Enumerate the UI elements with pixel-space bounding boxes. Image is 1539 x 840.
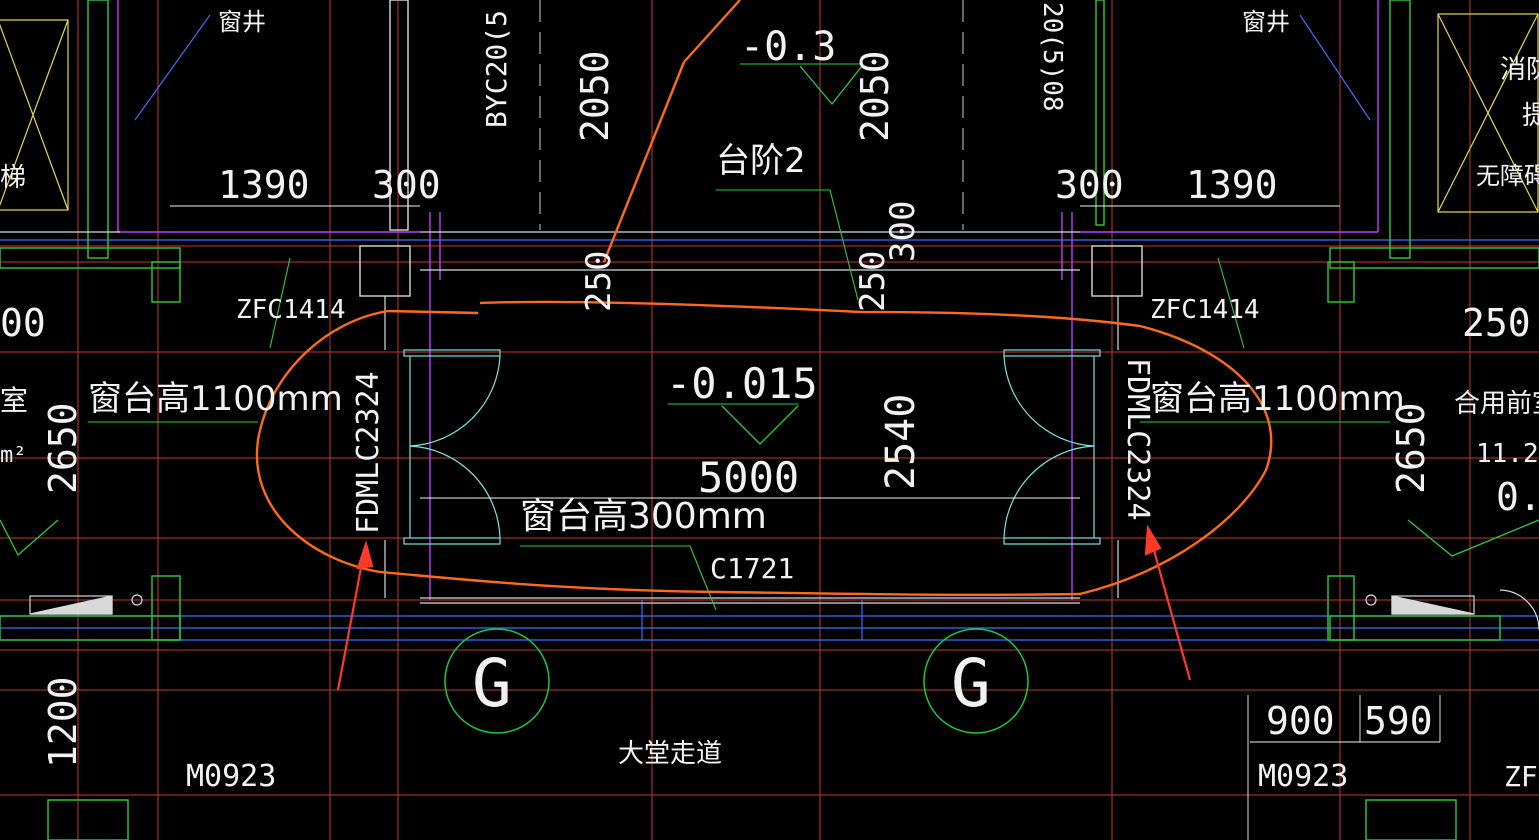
dim-1390-left: 1390 — [218, 163, 310, 207]
grid-label-right: G — [951, 645, 991, 722]
label-sill-left: 窗台高1100mm — [88, 379, 343, 419]
red-arrows — [336, 524, 1192, 691]
label-door-right: FDMLC2324 — [1120, 358, 1155, 521]
dim-250-a: 250 — [579, 251, 619, 312]
dim-590: 590 — [1364, 699, 1433, 743]
dim-900: 900 — [1266, 699, 1335, 743]
text-labels: 窗井 窗井 梯 消防 提 无障碍 BYC20(5 20(5)08 2050 20… — [0, 2, 1539, 794]
label-door-m-right: M0923 — [1258, 759, 1348, 794]
dim-2650-right: 2650 — [1389, 402, 1433, 494]
fixtures — [29, 589, 1539, 631]
dim-2050-left: 2050 — [573, 50, 617, 142]
label-door-left: FDMLC2324 — [351, 371, 386, 534]
blue-lines — [0, 14, 1539, 641]
grid-bubble-left — [444, 628, 550, 734]
dim-250-right: 250 — [1462, 301, 1531, 345]
label-level-top: -0.3 — [740, 24, 836, 70]
dim-300-left: 300 — [372, 163, 441, 207]
grid-label-left: G — [472, 645, 512, 722]
label-zfc-right: ZFC1414 — [1150, 295, 1260, 325]
label-area-right: 11.22 — [1476, 439, 1539, 469]
label-window-bottom: C1721 — [710, 552, 794, 585]
label-sill-mid: 窗台高300mm — [520, 496, 767, 537]
label-window-top-right: 20(5)08 — [1037, 2, 1067, 112]
label-sill-right: 窗台高1100mm — [1150, 379, 1405, 419]
dim-250-b: 250 — [853, 251, 893, 312]
label-accessible-right: 无障碍 — [1476, 162, 1539, 190]
magenta-lines — [117, 0, 1379, 600]
center-dashed-lines — [539, 0, 964, 230]
level-markers — [0, 65, 1539, 557]
label-zfc-left: ZFC1414 — [236, 295, 346, 325]
label-room-right: 合用前室 — [1454, 389, 1539, 419]
dim-2050-right: 2050 — [853, 50, 897, 142]
dim-00-left: 00 — [0, 301, 46, 345]
label-fire-right-2: 提 — [1522, 101, 1539, 131]
grid-bubbles — [444, 628, 1029, 734]
dim-300-right: 300 — [1055, 163, 1124, 207]
label-window-top-left: BYC20(5 — [480, 10, 513, 128]
dim-300-mid: 300 — [883, 201, 923, 262]
label-stair-left: 梯 — [0, 163, 26, 193]
dimension-lines — [170, 205, 1441, 840]
leader-lines — [88, 63, 1390, 611]
dim-1200: 1200 — [41, 676, 85, 768]
grid-bubble-right — [923, 628, 1029, 734]
door-swings — [403, 349, 1101, 545]
label-shaft-left: 窗井 — [218, 8, 266, 36]
hand-annotation — [255, 0, 1273, 597]
dim-2650-left: 2650 — [41, 402, 85, 494]
label-shaft-right: 窗井 — [1242, 8, 1290, 36]
dim-1390-right: 1390 — [1186, 163, 1278, 207]
label-fire-right: 消防 — [1500, 55, 1539, 85]
label-step: 台阶2 — [716, 141, 806, 181]
label-area-unit-left: m² — [0, 443, 27, 468]
label-zf-right-partial: ZF — [1504, 760, 1538, 793]
label-room-left-partial: 室 — [0, 384, 28, 417]
label-level-mid: -0.015 — [666, 359, 818, 408]
label-door-m-left: M0923 — [186, 759, 276, 794]
walls — [0, 231, 1119, 604]
dim-5000: 5000 — [698, 453, 799, 502]
label-area-right-2: 0. — [1496, 475, 1539, 519]
dim-2540: 2540 — [878, 394, 924, 490]
yellow-frames — [0, 13, 1539, 213]
label-corridor: 大堂走道 — [618, 739, 722, 769]
